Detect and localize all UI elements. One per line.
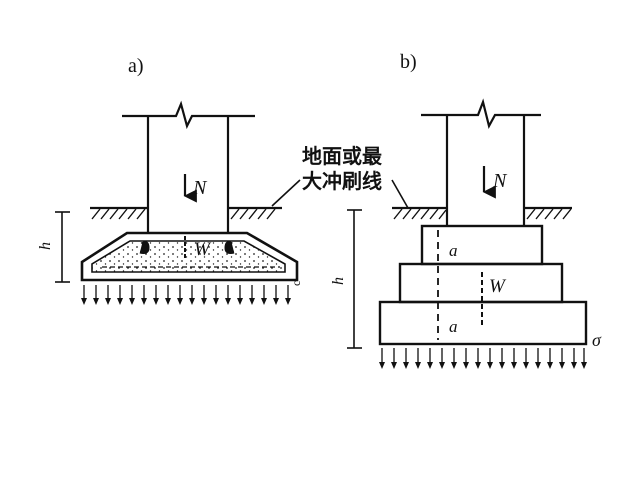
leader-line-b bbox=[391, 179, 409, 209]
ground-surface-left bbox=[90, 206, 148, 220]
step-label-a-lower: a bbox=[449, 317, 458, 336]
pressure-label-b: σ bbox=[592, 330, 602, 350]
ground-surface-right bbox=[228, 206, 282, 220]
ground-surface-left-b bbox=[392, 206, 447, 220]
pier-column bbox=[122, 100, 255, 234]
height-dimension-a bbox=[55, 211, 70, 283]
footing-step-bottom bbox=[378, 300, 588, 346]
panel-b: b) N W a a bbox=[330, 51, 602, 369]
panel-b-caption: b) bbox=[400, 51, 417, 73]
annotation-line-2: 大冲刷线 bbox=[302, 169, 382, 193]
right-mark-a: c bbox=[289, 281, 303, 286]
panel-a: a) bbox=[37, 55, 303, 305]
load-label-n-b: N bbox=[492, 170, 508, 192]
ground-surface-right-b bbox=[524, 206, 572, 220]
weight-label-a: W bbox=[194, 239, 212, 260]
annotation: 地面或最 大冲刷线 bbox=[271, 144, 409, 209]
height-label-a: h bbox=[37, 242, 54, 250]
step-label-a-upper: a bbox=[449, 241, 458, 260]
soil-pressure-arrows-a bbox=[81, 285, 291, 305]
leader-line-a bbox=[271, 179, 301, 207]
soil-pressure-arrows-b bbox=[379, 348, 587, 369]
footing-a bbox=[80, 231, 299, 282]
weight-label-b: W bbox=[489, 276, 507, 297]
footing-step-top bbox=[420, 224, 544, 266]
annotation-line-1: 地面或最 bbox=[302, 144, 383, 168]
height-dimension-b bbox=[347, 209, 362, 349]
panel-a-caption: a) bbox=[128, 55, 144, 77]
load-label-n-a: N bbox=[192, 177, 208, 199]
height-label-b: h bbox=[330, 277, 347, 285]
